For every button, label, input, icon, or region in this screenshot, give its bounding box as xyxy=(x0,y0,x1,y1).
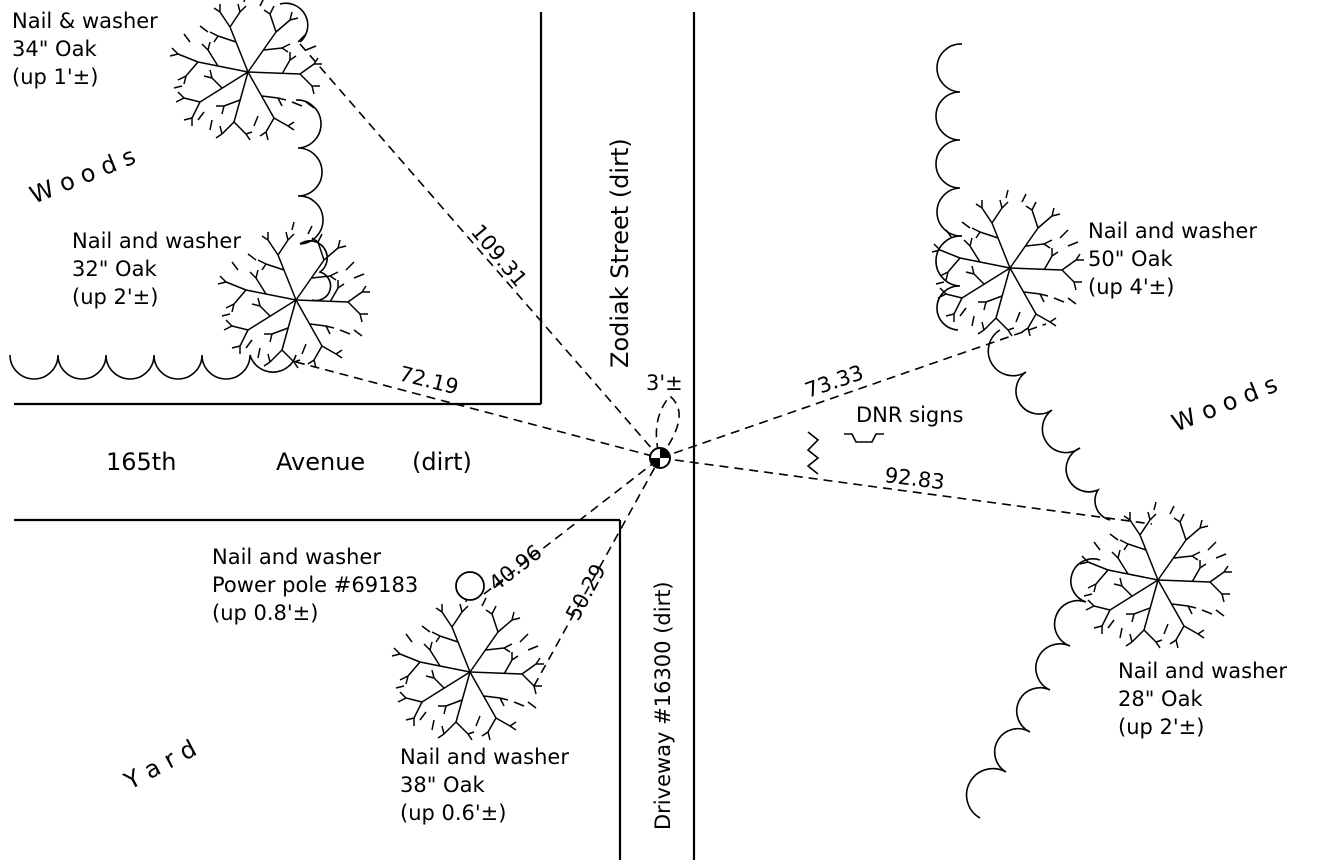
tie-desc-line: (up 4'±) xyxy=(1088,275,1174,299)
distance-oak-28: 92.83 xyxy=(883,463,946,494)
driveway-label: Driveway #16300 (dirt) xyxy=(651,581,675,830)
tie-lines xyxy=(295,43,1153,687)
trees xyxy=(169,0,1233,741)
tie-line-oak-38 xyxy=(533,457,661,687)
tie-line-oak-32 xyxy=(295,361,661,459)
tie-desc-line: Nail and washer xyxy=(1088,219,1257,243)
tree-line-right-lower xyxy=(965,558,1101,819)
tree-oak-38-icon xyxy=(391,593,545,741)
tie-desc-line: (up 2'±) xyxy=(72,285,158,309)
tie-desc-line: Power pole #69183 xyxy=(212,573,418,597)
dnr-sign-icon xyxy=(806,431,884,475)
tie-desc-line: (up 0.6'±) xyxy=(400,801,506,825)
avenue-label-part3: (dirt) xyxy=(412,448,472,476)
distance-oak-38: 50.29 xyxy=(561,560,610,624)
tie-line-power-pole xyxy=(483,457,661,595)
tie-desc-oak-34: Nail & washer 34" Oak (up 1'±) xyxy=(12,9,158,89)
tie-desc-oak-28: Nail and washer 28" Oak (up 2'±) xyxy=(1118,659,1287,739)
tie-desc-line: 32" Oak xyxy=(72,257,157,281)
power-pole-icon xyxy=(455,571,485,601)
tie-desc-line: 50" Oak xyxy=(1088,247,1173,271)
tie-desc-line: Nail and washer xyxy=(72,229,241,253)
tree-lines xyxy=(9,2,1111,819)
tie-desc-line: 38" Oak xyxy=(400,773,485,797)
tree-line-right-upper xyxy=(935,43,963,331)
avenue-label-part1: 165th xyxy=(106,448,176,476)
avenue-label-part2: Avenue xyxy=(276,448,365,476)
tie-desc-line: Nail & washer xyxy=(12,9,158,33)
control-point-icon xyxy=(649,447,671,469)
street-label: Zodiak Street (dirt) xyxy=(606,138,634,368)
distance-oak-50: 73.33 xyxy=(802,360,867,402)
tie-desc-line: Nail and washer xyxy=(212,545,381,569)
tree-oak-28-icon xyxy=(1079,501,1233,649)
tie-desc-line: Nail and washer xyxy=(1118,659,1287,683)
tree-oak-50-icon xyxy=(931,189,1085,337)
offset-arc xyxy=(655,394,680,459)
tie-line-oak-50 xyxy=(659,323,1047,459)
tree-line-right-diagonal xyxy=(987,329,1111,521)
yard-label: Y a r d xyxy=(119,734,201,796)
tie-line-oak-28 xyxy=(659,457,1153,525)
woods-right-label: W o o d s xyxy=(1168,370,1282,438)
distance-power-pole: 40.96 xyxy=(484,540,546,596)
offset-label: 3'± xyxy=(646,371,683,395)
dnr-signs-label: DNR signs xyxy=(856,403,964,427)
tie-desc-oak-38: Nail and washer 38" Oak (up 0.6'±) xyxy=(400,745,569,825)
tie-desc-oak-50: Nail and washer 50" Oak (up 4'±) xyxy=(1088,219,1257,299)
tie-desc-line: 34" Oak xyxy=(12,37,97,61)
road-edges xyxy=(14,12,696,860)
tie-desc-power-pole: Nail and washer Power pole #69183 (up 0.… xyxy=(212,545,418,625)
tree-line-left-vertical xyxy=(279,2,332,302)
woods-left-label: W o o d s xyxy=(26,142,140,210)
tie-desc-line: (up 2'±) xyxy=(1118,715,1204,739)
tie-desc-oak-32: Nail and washer 32" Oak (up 2'±) xyxy=(72,229,241,309)
distance-oak-32: 72.19 xyxy=(397,362,461,400)
distance-oak-34: 109.31 xyxy=(466,220,532,292)
tie-line-oak-34 xyxy=(299,43,661,459)
tie-desc-line: (up 0.8'±) xyxy=(212,601,318,625)
tie-desc-line: Nail and washer xyxy=(400,745,569,769)
tree-line-left-horizontal xyxy=(9,354,297,380)
tie-desc-line: 28" Oak xyxy=(1118,687,1203,711)
tree-oak-34-icon xyxy=(169,0,323,141)
tie-desc-line: (up 1'±) xyxy=(12,65,98,89)
